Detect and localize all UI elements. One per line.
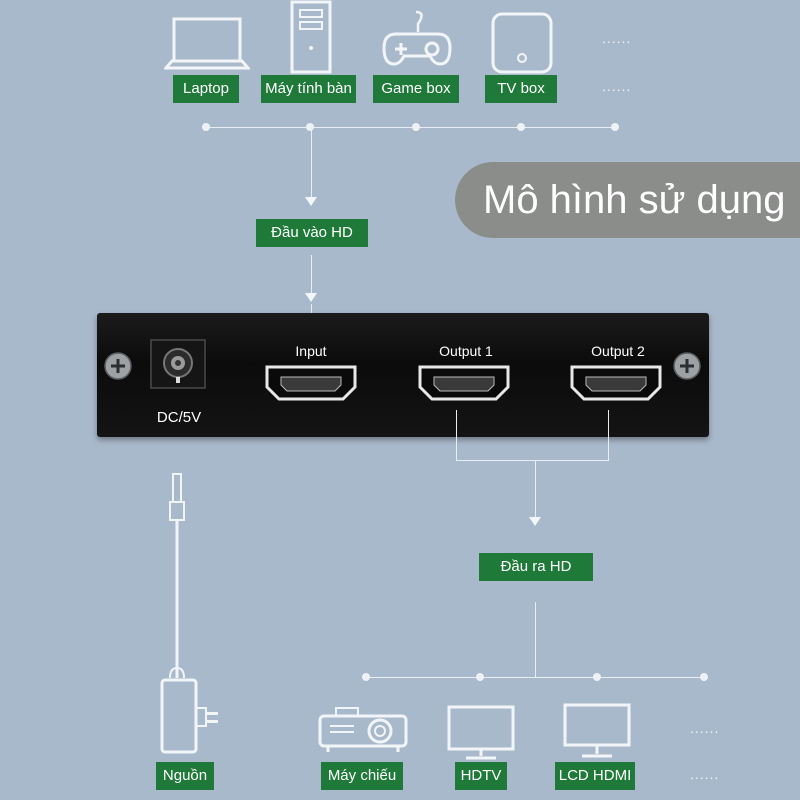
input-arrow-2 (305, 293, 317, 302)
tv-box-icon (491, 12, 553, 74)
desktop-tower-icon (290, 0, 332, 74)
gamepad-icon (382, 10, 452, 66)
hdtv-icon (447, 705, 515, 760)
bus-dot (362, 673, 370, 681)
input-connector-line-2 (311, 255, 312, 293)
bus-dot (517, 123, 525, 131)
bus-dot (412, 123, 420, 131)
source-tag-laptop: Laptop (173, 75, 239, 103)
usage-model-banner: Mô hình sử dụng (455, 162, 800, 238)
bus-dot (476, 673, 484, 681)
projector-icon (318, 707, 408, 752)
power-adapter-icon (160, 473, 218, 754)
output-tag-projector: Máy chiếu (321, 762, 403, 790)
hdmi-port-output-1-icon (418, 365, 510, 401)
output-tag-hdtv: HDTV (455, 762, 507, 790)
hdmi-port-input-icon (265, 365, 357, 401)
lcd-monitor-icon (563, 703, 631, 758)
output-1-connector (456, 410, 457, 460)
more-outputs-ellipsis: ...... (690, 720, 720, 736)
hd-input-tag: Đầu vào HD (256, 219, 368, 247)
port-label-output-1: Output 1 (439, 343, 493, 359)
laptop-icon (164, 17, 250, 70)
bus-dot (593, 673, 601, 681)
more-sources-ellipsis-2: ...... (602, 78, 632, 94)
hdmi-port-output-2-icon (570, 365, 662, 401)
bus-dot (700, 673, 708, 681)
screw-icon (104, 352, 132, 380)
output-bus-drop (535, 602, 536, 678)
screw-icon (673, 352, 701, 380)
bus-dot (306, 123, 314, 131)
input-arrow (305, 197, 317, 206)
bus-dot (611, 123, 619, 131)
port-label-input: Input (295, 343, 327, 359)
source-tag-desktop: Máy tính bàn (261, 75, 356, 103)
input-connector-line (311, 127, 312, 197)
hdmi-splitter-device: DC/5V Input Output 1 Output 2 (97, 313, 709, 437)
port-label-output-2: Output 2 (591, 343, 645, 359)
output-arrow (529, 517, 541, 526)
output-join-line (456, 460, 609, 461)
dc-label: DC/5V (156, 409, 202, 426)
more-sources-ellipsis: ...... (602, 30, 632, 46)
source-tag-tv-box: TV box (485, 75, 557, 103)
dc-jack-icon (150, 339, 206, 389)
output-drop-line (535, 460, 536, 518)
output-bus-line (366, 677, 706, 678)
source-bus-line (206, 127, 616, 128)
power-tag: Nguồn (156, 762, 214, 790)
output-2-connector (608, 410, 609, 460)
more-outputs-ellipsis-2: ...... (690, 766, 720, 782)
source-tag-game-box: Game box (373, 75, 459, 103)
hd-output-tag: Đầu ra HD (479, 553, 593, 581)
bus-dot (202, 123, 210, 131)
output-tag-lcd-hdmi: LCD HDMI (555, 762, 635, 790)
